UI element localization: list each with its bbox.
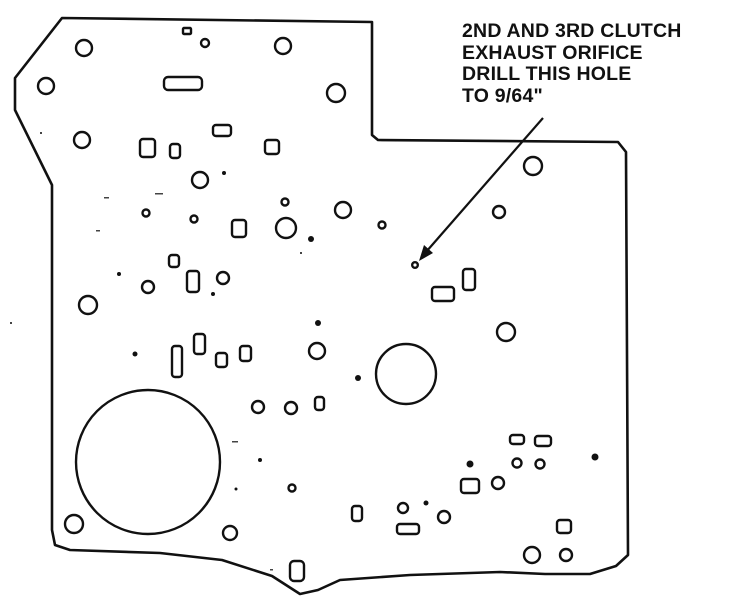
bolt-hole	[250, 399, 266, 415]
callout-label: 2ND AND 3RD CLUTCH EXHAUST ORIFICE DRILL…	[462, 20, 732, 107]
callout-line-2: EXHAUST ORIFICE	[462, 41, 643, 64]
bolt-hole	[77, 294, 99, 316]
bolt-hole	[534, 458, 546, 470]
slot-hole	[170, 344, 184, 379]
bolt-hole	[490, 475, 506, 491]
speck	[232, 441, 238, 443]
slot-hole	[508, 433, 526, 446]
speck	[40, 132, 42, 134]
slot-hole	[395, 522, 421, 536]
slot-hole	[214, 351, 229, 369]
bolt-hole	[333, 200, 353, 220]
speck	[300, 252, 302, 254]
slot-hole	[313, 395, 326, 412]
slot-hole	[167, 253, 181, 269]
bolt-hole	[307, 341, 327, 361]
bolt-hole	[215, 270, 231, 286]
slot-hole	[288, 559, 306, 583]
bolt-hole	[221, 524, 239, 542]
small-dot	[423, 500, 429, 506]
bolt-hole	[190, 170, 210, 190]
bolt-hole	[140, 279, 156, 295]
callout-arrowhead	[419, 245, 433, 261]
slot-hole	[168, 142, 182, 160]
small-dot	[591, 453, 599, 461]
bolt-hole	[72, 130, 92, 150]
small-dot	[308, 236, 314, 242]
callout-line-4: TO 9/64"	[462, 84, 543, 107]
small-dot	[355, 375, 361, 381]
small-dot	[466, 460, 474, 468]
bolt-hole	[274, 216, 298, 240]
speck	[155, 193, 163, 195]
slot-hole	[430, 285, 456, 303]
bolt-hole	[325, 82, 347, 104]
bolt-hole	[283, 400, 299, 416]
bolt-hole	[491, 204, 507, 220]
speck	[270, 569, 273, 571]
callout-line-3: DRILL THIS HOLE	[462, 63, 632, 85]
slot-hole	[555, 518, 573, 535]
slot-hole	[181, 26, 193, 36]
bolt-hole	[199, 37, 211, 49]
small-dot	[234, 487, 238, 491]
bolt-hole	[287, 483, 297, 493]
slot-hole	[138, 137, 157, 159]
speck	[96, 230, 100, 232]
bolt-hole	[522, 155, 544, 177]
slot-hole	[238, 344, 253, 363]
orifice-hole	[411, 261, 420, 270]
bolt-hole	[141, 208, 151, 218]
speck	[104, 197, 109, 199]
bolt-hole	[273, 36, 293, 56]
bolt-hole	[436, 509, 452, 525]
small-dot	[117, 272, 121, 276]
slot-hole	[192, 332, 207, 356]
slot-hole	[459, 477, 481, 495]
callout-line-1: 2ND AND 3RD CLUTCH	[462, 20, 682, 42]
slot-hole	[461, 267, 477, 292]
medium-opening	[374, 342, 438, 406]
slot-hole	[533, 434, 553, 448]
bolt-hole	[511, 457, 523, 469]
small-dot	[222, 171, 226, 175]
bolt-hole	[74, 38, 94, 58]
slot-hole	[211, 123, 233, 138]
bolt-hole	[189, 214, 199, 224]
small-dot	[258, 458, 262, 462]
slot-hole	[350, 504, 364, 523]
bolt-hole	[396, 501, 410, 515]
bolt-hole	[495, 321, 517, 343]
bolt-hole	[522, 545, 542, 565]
small-dot	[211, 292, 215, 296]
plate-outline	[13, 16, 630, 596]
bolt-hole	[63, 513, 85, 535]
bolt-hole	[377, 220, 387, 230]
callout-leader-line	[425, 117, 544, 253]
speck	[10, 322, 12, 324]
small-dot	[132, 351, 138, 357]
large-opening	[74, 388, 222, 536]
bolt-hole	[558, 547, 574, 563]
slot-hole	[230, 218, 248, 239]
slot-hole	[185, 269, 201, 294]
bolt-hole	[280, 197, 290, 207]
slot-hole	[263, 138, 281, 156]
small-dot	[315, 320, 321, 326]
bolt-hole	[36, 76, 56, 96]
slot-hole	[162, 75, 204, 92]
